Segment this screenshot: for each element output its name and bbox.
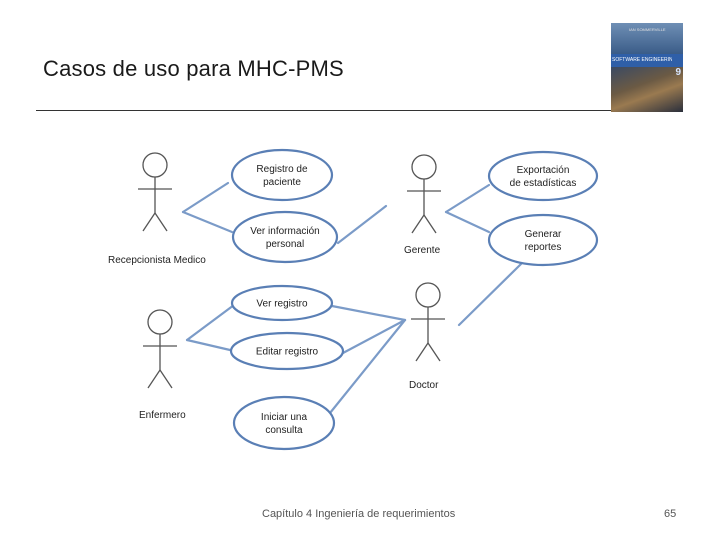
use-case-label: de estadísticas: [510, 178, 577, 189]
actor-doctor: [411, 283, 445, 361]
actor-label-gerente: Gerente: [404, 245, 441, 256]
use-case-ver_info: Ver información personal: [233, 212, 337, 262]
association-line-gerente-reportes: [446, 212, 489, 232]
association-line-doctor-editar: [343, 320, 405, 353]
actor-right-leg: [424, 215, 436, 233]
use-case-label: paciente: [263, 177, 301, 188]
use-case-label: Ver registro: [256, 299, 308, 310]
actor-right-leg: [155, 213, 167, 231]
association-line-recepcionista-ver_info: [183, 212, 232, 232]
use-case-label: consulta: [265, 425, 303, 436]
use-case-ellipse: [234, 397, 334, 449]
actor-right-leg: [428, 343, 440, 361]
use-case-ver_registro: Ver registro: [232, 286, 332, 320]
use-case-label: Editar registro: [256, 347, 319, 358]
use-case-ellipse: [489, 152, 597, 200]
actor-label-doctor: Doctor: [409, 380, 439, 391]
association-line-doctor-consulta: [330, 320, 405, 413]
use-case-ellipse: [233, 212, 337, 262]
use-case-label: Ver información: [250, 226, 319, 237]
actor-head: [148, 310, 172, 334]
use-case-consulta: Iniciar una consulta: [234, 397, 334, 449]
use-case-reportes: Generar reportes: [489, 215, 597, 265]
actor-left-leg: [412, 215, 424, 233]
actor-left-leg: [148, 370, 160, 388]
actor-head: [412, 155, 436, 179]
page-number: 65: [664, 508, 676, 520]
actor-label-enfermero: Enfermero: [139, 410, 186, 421]
actor-label-recepcionista: Recepcionista Medico: [108, 255, 206, 266]
use-case-label: Generar: [525, 229, 562, 240]
actor-head: [143, 153, 167, 177]
use-case-registro: Registro de paciente: [232, 150, 332, 200]
actor-gerente: [407, 155, 441, 233]
association-line-recepcionista-registro: [183, 183, 228, 212]
use-case-editar: Editar registro: [231, 333, 343, 369]
actor-right-leg: [160, 370, 172, 388]
actor-recepcionista: [138, 153, 172, 231]
association-line-enfermero-ver_registro: [187, 305, 234, 340]
actor-head: [416, 283, 440, 307]
actor-enfermero: [143, 310, 177, 388]
association-line-enfermero-editar: [187, 340, 230, 350]
use-case-label: personal: [266, 239, 304, 250]
association-line-doctor-ver_registro: [332, 306, 405, 320]
slide-footer: Capítulo 4 Ingeniería de requerimientos: [262, 508, 455, 520]
use-case-label: reportes: [525, 242, 562, 253]
use-case-label: Exportación: [517, 165, 570, 176]
association-line-doctor-reportes: [459, 264, 521, 325]
association-line-gerente-exportacion: [446, 185, 489, 212]
use-case-ellipse: [489, 215, 597, 265]
association-line-gerente-ver_info: [338, 206, 386, 243]
use-case-ellipse: [232, 150, 332, 200]
actor-left-leg: [416, 343, 428, 361]
use-case-label: Registro de: [256, 164, 308, 175]
actor-left-leg: [143, 213, 155, 231]
use-case-label: Iniciar una: [261, 412, 308, 423]
use-case-exportacion: Exportación de estadísticas: [489, 152, 597, 200]
